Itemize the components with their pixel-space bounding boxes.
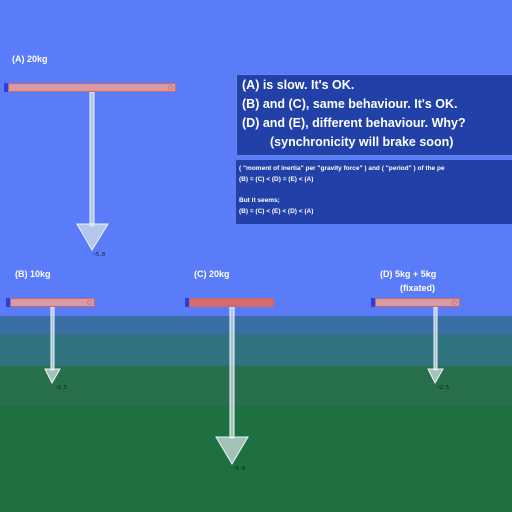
weight-d — [452, 300, 457, 305]
info-panel: (A) is slow. It's OK. (B) and (C), same … — [236, 74, 512, 156]
force-readout-b: ~2.5 — [55, 385, 68, 391]
water-band-2 — [0, 334, 512, 366]
pendulum-a-bar[interactable] — [4, 83, 176, 92]
note-line-2: (B) = (C) < (D) = (E) < (A) — [239, 176, 314, 183]
info-line-3: (D) and (E), different behaviour. Why? — [242, 116, 466, 130]
note-panel: ( "moment of inertia" per "gravity force… — [236, 160, 512, 224]
pendulum-d-sublabel: (fixated) — [400, 283, 436, 293]
pendulum-b-bar[interactable] — [6, 298, 95, 307]
pendulum-a-label: (A) 20kg — [12, 54, 48, 64]
arrow-d — [427, 306, 444, 385]
pendulum-b-label: (B) 10kg — [15, 269, 51, 279]
force-readout-d: ~2.5 — [437, 385, 450, 391]
note-line-4: (B) = (C) < (E) < (D) < (A) — [239, 208, 314, 215]
pendulum-d-bar[interactable] — [371, 298, 460, 307]
pendulum-c-label: (C) 20kg — [194, 269, 230, 279]
pivot-c — [185, 298, 189, 307]
weight-b — [87, 300, 92, 305]
note-line-1: ( "moment of inertia" per "gravity force… — [239, 165, 445, 172]
water-band-1 — [0, 316, 512, 334]
info-line-1: (A) is slow. It's OK. — [242, 78, 355, 92]
note-line-3: But it seems; — [239, 197, 280, 204]
info-line-4: (synchronicity will brake soon) — [270, 135, 454, 149]
arrow-c — [215, 306, 249, 465]
pivot-b — [6, 298, 10, 307]
pivot-a — [4, 83, 8, 92]
arrow-a — [76, 91, 109, 251]
info-line-2: (B) and (C), same behaviour. It's OK. — [242, 97, 458, 111]
pivot-d — [371, 298, 375, 307]
pendulum-d-label: (D) 5kg + 5kg — [380, 269, 437, 279]
pendulum-c-bar[interactable] — [185, 298, 274, 307]
sky-background — [0, 0, 512, 316]
water-band-3 — [0, 366, 512, 406]
force-readout-a: ~5.0 — [93, 252, 106, 258]
ground-band — [0, 406, 512, 512]
weight-c — [266, 300, 271, 305]
weight-a — [168, 85, 173, 90]
force-readout-c: ~5.0 — [233, 466, 246, 472]
arrow-b — [44, 306, 61, 385]
